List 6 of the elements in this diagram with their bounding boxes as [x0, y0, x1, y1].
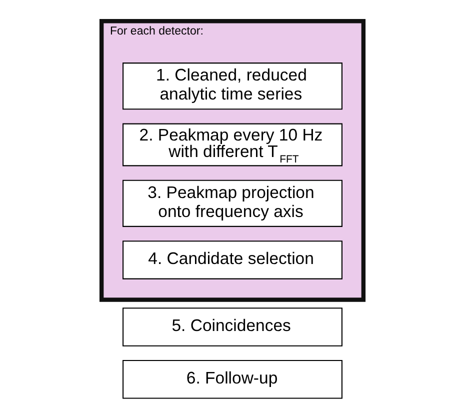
node-box: 6. Follow-up — [122, 360, 342, 399]
node-box: 4. Candidate selection — [122, 240, 342, 280]
node-box: 5. Coincidences — [122, 308, 342, 346]
node-box: 3. Peakmap projection onto frequency axis — [122, 180, 342, 227]
node-box: 2. Peakmap every 10 Hz with different T$_{FFT}$ — [122, 123, 342, 166]
node-box: 1. Cleaned, reduced analytic time series — [122, 62, 342, 110]
